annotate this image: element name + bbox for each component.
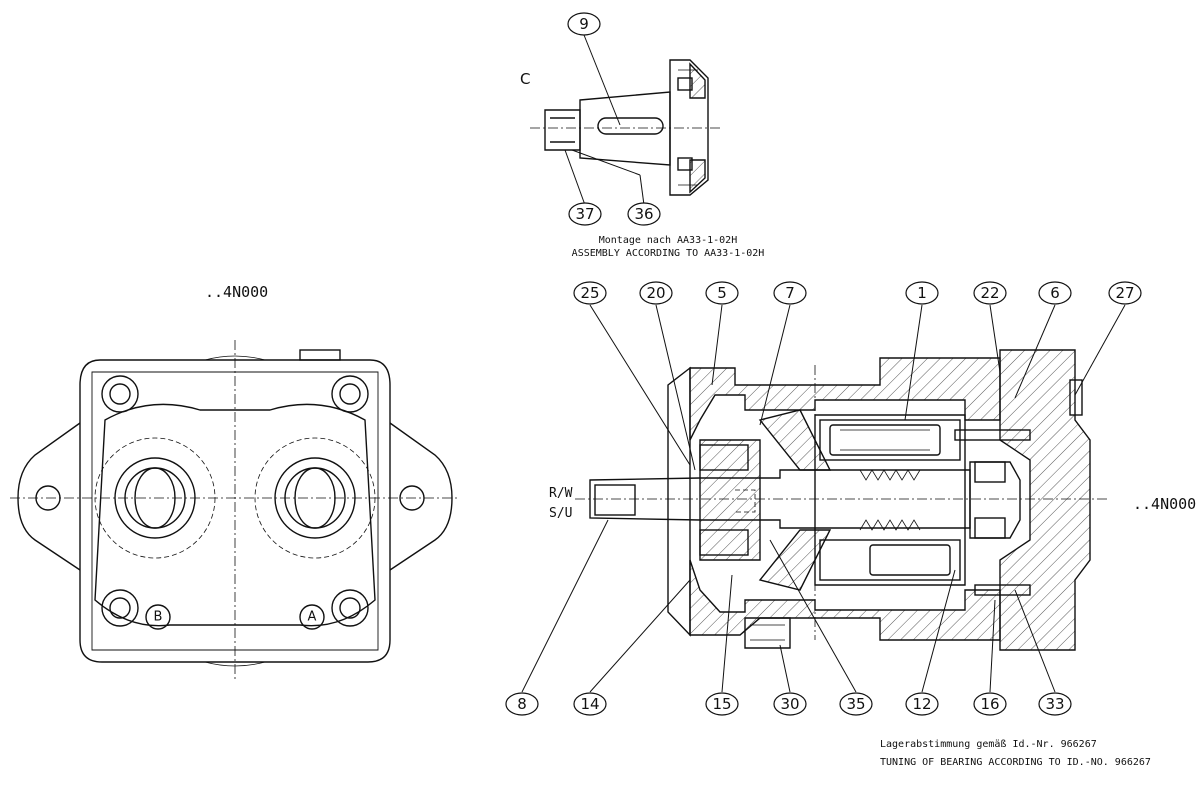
balloon-33: 33 (1038, 692, 1072, 716)
balloon-6-number: 6 (1050, 284, 1060, 302)
balloon-30: 30 (773, 692, 807, 716)
balloon-30-number: 30 (780, 695, 799, 713)
balloon-5: 5 (705, 281, 739, 305)
balloon-35-number: 35 (846, 695, 865, 713)
balloon-25-number: 25 (580, 284, 599, 302)
balloon-36-number: 36 (634, 205, 653, 223)
balloon-25: 25 (573, 281, 607, 305)
port-a-label: A (308, 610, 317, 625)
leader-lines (521, 304, 1126, 693)
balloon-15: 15 (705, 692, 739, 716)
balloon-37-number: 37 (575, 205, 594, 223)
balloon-7: 7 (773, 281, 807, 305)
balloons: 9 37 36 25 20 5 7 1 22 6 27 8 14 15 30 3… (505, 12, 1142, 716)
balloon-14: 14 (573, 692, 607, 716)
balloon-22: 22 (973, 281, 1007, 305)
balloon-16: 16 (973, 692, 1007, 716)
port-b-label: B (154, 610, 163, 625)
balloon-9: 9 (567, 12, 601, 36)
balloon-1-number: 1 (917, 284, 927, 302)
bearing-note-de: Lagerabstimmung gemäß Id.-Nr. 966267 (880, 739, 1097, 750)
balloon-6: 6 (1038, 281, 1072, 305)
balloon-20-number: 20 (646, 284, 665, 302)
balloon-16-number: 16 (980, 695, 999, 713)
balloon-9-number: 9 (579, 15, 589, 33)
assembly-note-en: ASSEMBLY ACCORDING TO AA33-1-02H (572, 248, 765, 259)
balloon-22-number: 22 (980, 284, 999, 302)
front-view: B A (10, 340, 460, 680)
detail-c-view (530, 34, 720, 206)
balloon-8: 8 (505, 692, 539, 716)
left-view-title: ..4N000 (205, 283, 268, 301)
balloon-36: 36 (627, 202, 661, 226)
balloon-37: 37 (568, 202, 602, 226)
bearing-note-en: TUNING OF BEARING ACCORDING TO ID.-NO. 9… (880, 757, 1151, 768)
balloon-12-number: 12 (912, 695, 931, 713)
balloon-8-number: 8 (517, 695, 527, 713)
detail-c-label: C (520, 70, 530, 88)
balloon-1: 1 (905, 281, 939, 305)
balloon-27-number: 27 (1115, 284, 1134, 302)
rotation-label-bottom: S/U (549, 506, 572, 521)
balloon-7-number: 7 (785, 284, 795, 302)
balloon-12: 12 (905, 692, 939, 716)
balloon-15-number: 15 (712, 695, 731, 713)
balloon-33-number: 33 (1045, 695, 1064, 713)
balloon-35: 35 (839, 692, 873, 716)
balloon-5-number: 5 (717, 284, 727, 302)
section-view (575, 349, 1110, 651)
balloon-20: 20 (639, 281, 673, 305)
right-view-title: ..4N000 (1133, 495, 1196, 513)
rotation-label-top: R/W (549, 486, 573, 501)
assembly-note-de: Montage nach AA33-1-02H (599, 235, 737, 246)
balloon-27: 27 (1108, 281, 1142, 305)
balloon-14-number: 14 (580, 695, 599, 713)
